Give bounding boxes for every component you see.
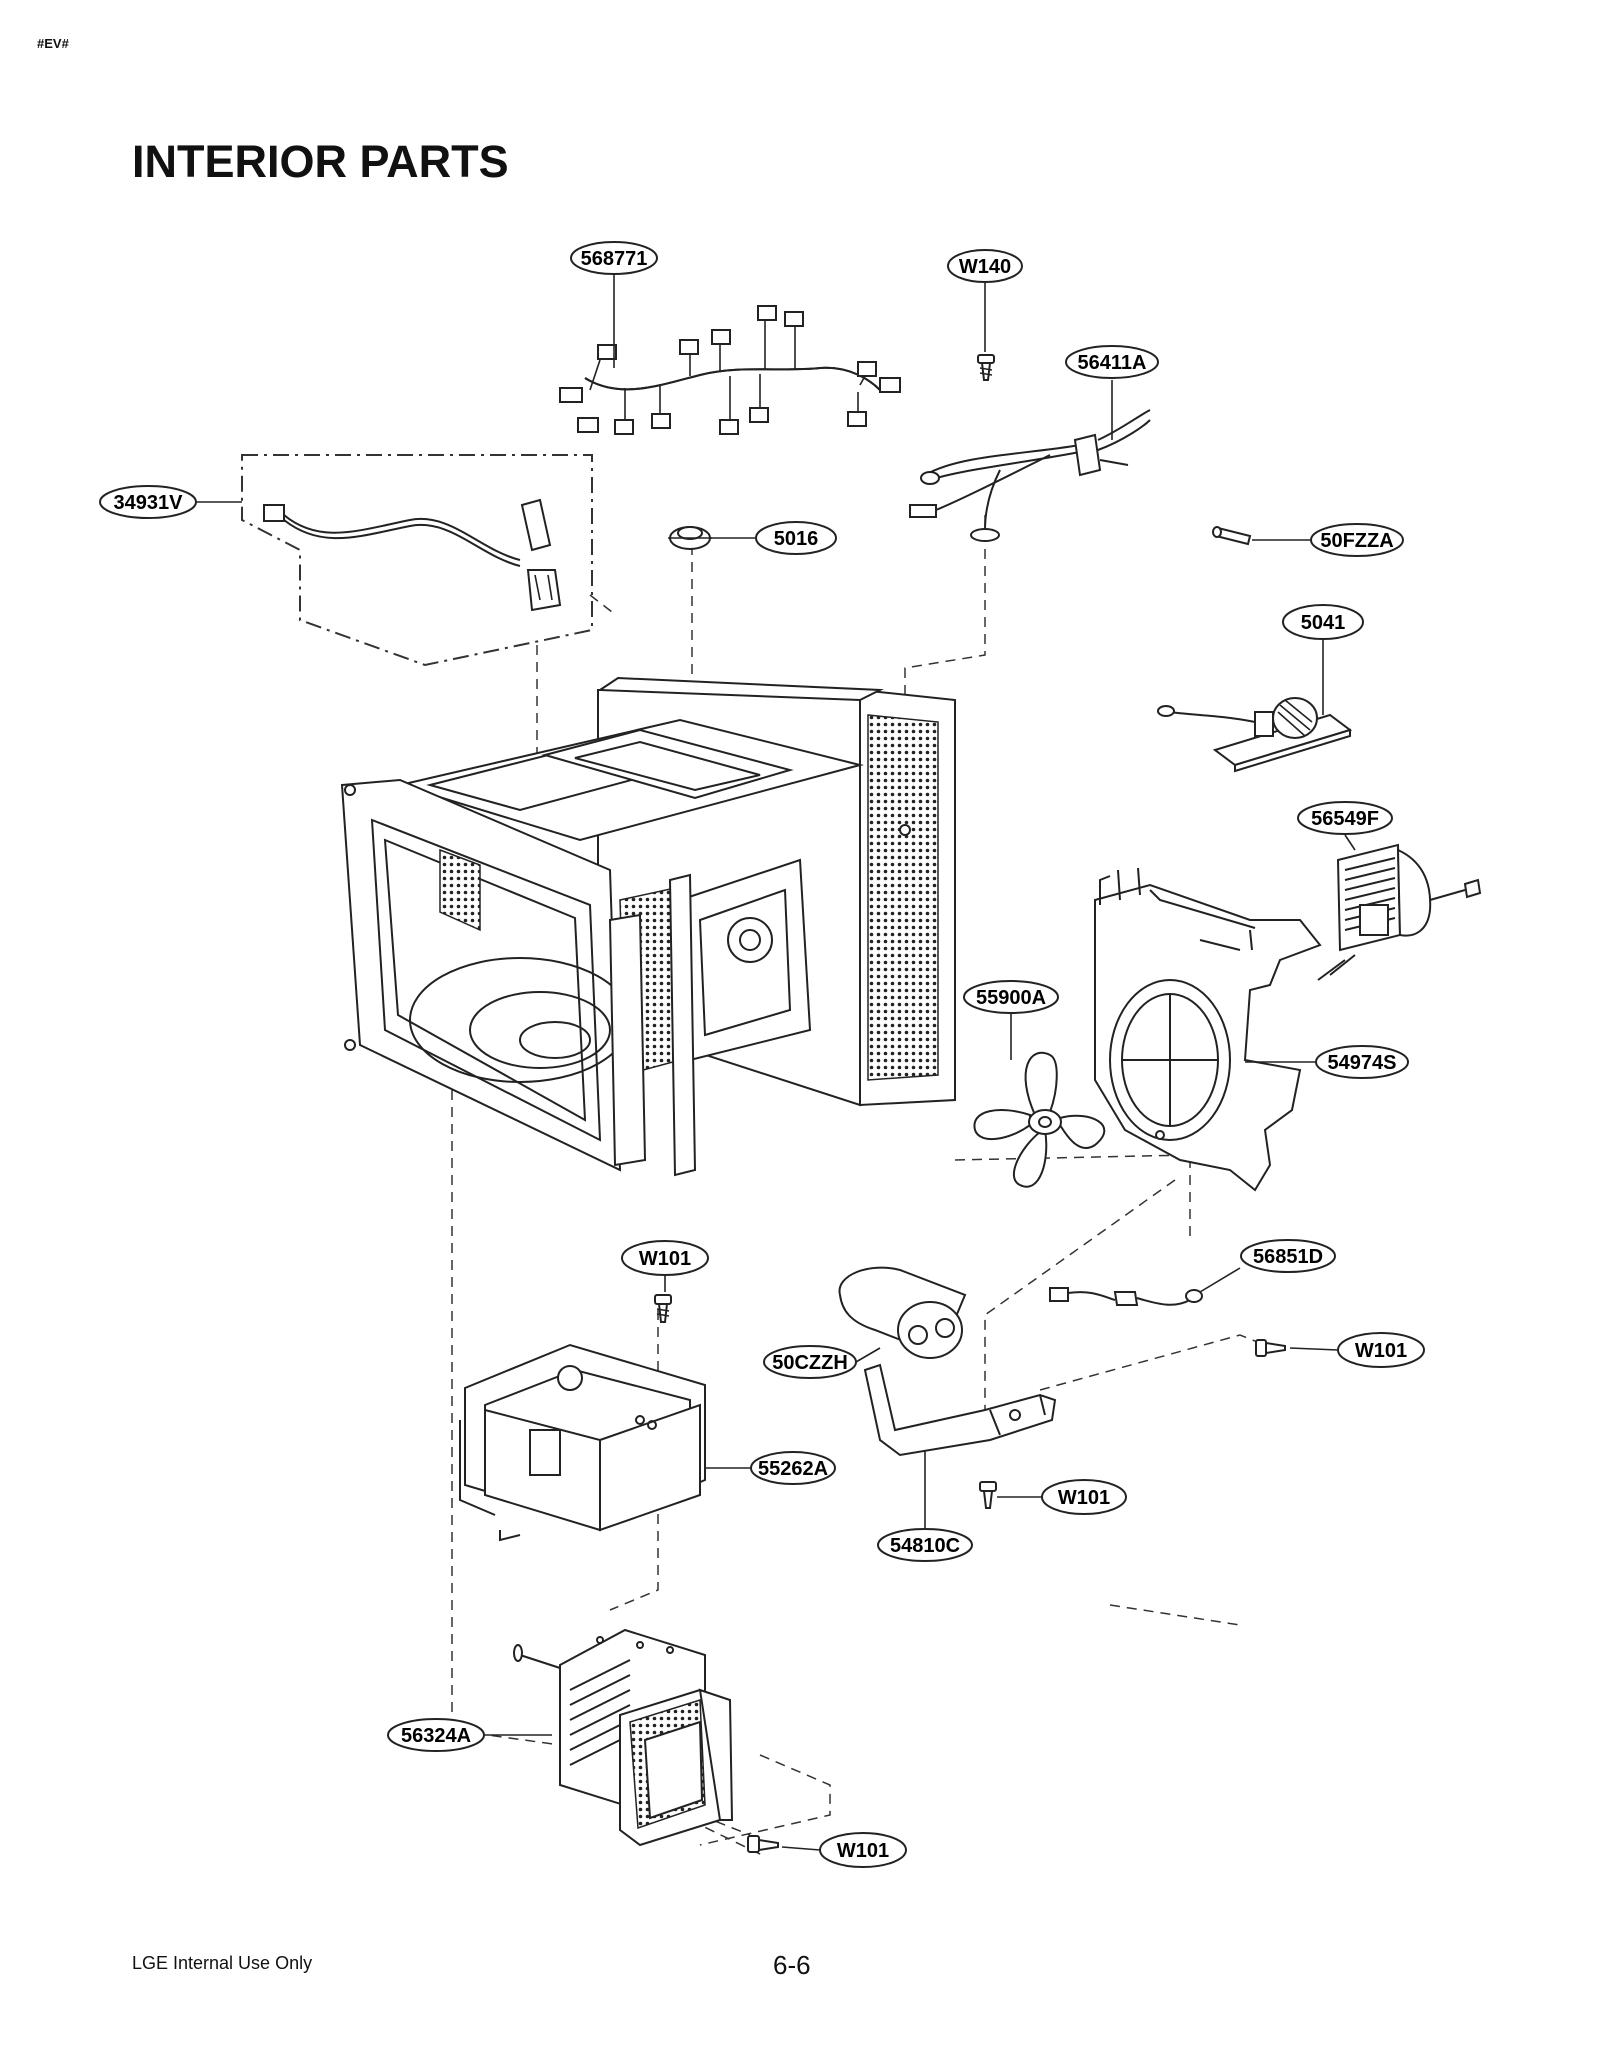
callout-w101-a: W101 [621, 1240, 709, 1276]
fuse-50fzza [1212, 526, 1252, 546]
callout-34931v: 34931V [99, 485, 197, 519]
screw-w101-b [1255, 1339, 1286, 1357]
transformer-55262a [459, 1343, 706, 1542]
callout-label: 56411A [1078, 352, 1147, 374]
callout-label: 5016 [774, 528, 819, 550]
callout-label: W140 [959, 256, 1011, 278]
callout-label: W101 [639, 1248, 691, 1270]
callout-label: 55262A [758, 1458, 828, 1480]
oven-cavity-chassis [340, 676, 956, 1177]
callout-56851d: 56851D [1240, 1239, 1336, 1273]
callout-label: W101 [837, 1840, 889, 1862]
callout-50czzh: 50CZZH [763, 1345, 857, 1379]
leader-lines [196, 272, 1356, 1851]
callout-label: W101 [1355, 1340, 1407, 1362]
callout-568771: 568771 [570, 241, 658, 275]
sensor-assembly-34931v [241, 454, 593, 667]
callout-label: 54810C [890, 1535, 960, 1557]
callout-55262a: 55262A [750, 1451, 836, 1485]
callout-label: 56851D [1253, 1246, 1323, 1268]
callout-label: W101 [1058, 1487, 1110, 1509]
fan-duct-54974s [1094, 867, 1322, 1192]
callout-label: 34931V [114, 492, 184, 514]
callout-5016: 5016 [755, 521, 837, 555]
callout-w101-d: W101 [819, 1832, 907, 1868]
callout-label: 55900A [976, 987, 1046, 1009]
callout-56549f: 56549F [1297, 801, 1393, 835]
callout-50fzza: 50FZZA [1310, 523, 1404, 557]
magnetron-56324a [513, 1628, 734, 1847]
callout-w101-c: W101 [1041, 1479, 1127, 1515]
screw-w101-c [979, 1481, 997, 1509]
fan-motor-56549f [1317, 843, 1482, 981]
callout-label: 54974S [1328, 1052, 1397, 1074]
callout-56324a: 56324A [387, 1718, 485, 1752]
footer-internal-use-note: LGE Internal Use Only [132, 1953, 313, 1973]
wiring-harness-568771 [559, 305, 901, 435]
page-title: INTERIOR PARTS [132, 136, 509, 187]
corner-tag: #EV# [37, 36, 69, 51]
footer-page-number: 6-6 [773, 1950, 811, 1980]
screw-w101-d [747, 1835, 779, 1853]
callout-label: 568771 [581, 248, 648, 270]
screw-w140 [977, 354, 995, 381]
capacitor-bracket-54810c [863, 1363, 1057, 1457]
callout-w140: W140 [947, 249, 1023, 283]
callout-54810c: 54810C [877, 1528, 973, 1562]
callout-label: 56549F [1311, 808, 1379, 830]
callout-55900a: 55900A [963, 980, 1059, 1014]
cable-assembly-56411a [909, 409, 1151, 542]
callout-label: 50CZZH [772, 1352, 848, 1374]
callout-label: 56324A [401, 1725, 471, 1747]
callout-label: 50FZZA [1320, 530, 1393, 552]
noise-filter-5041 [1157, 697, 1353, 773]
screw-w101-a [654, 1294, 672, 1323]
callout-54974s: 54974S [1315, 1045, 1409, 1079]
thermostat-5016 [668, 526, 712, 550]
callout-56411a: 56411A [1065, 345, 1159, 379]
fan-blade-55900a [973, 1051, 1106, 1188]
callout-label: 5041 [1301, 612, 1346, 634]
wire-56851d [1049, 1287, 1203, 1306]
capacitor-50czzh [838, 1266, 967, 1359]
callout-5041: 5041 [1282, 604, 1364, 640]
callout-w101-b: W101 [1337, 1332, 1425, 1368]
